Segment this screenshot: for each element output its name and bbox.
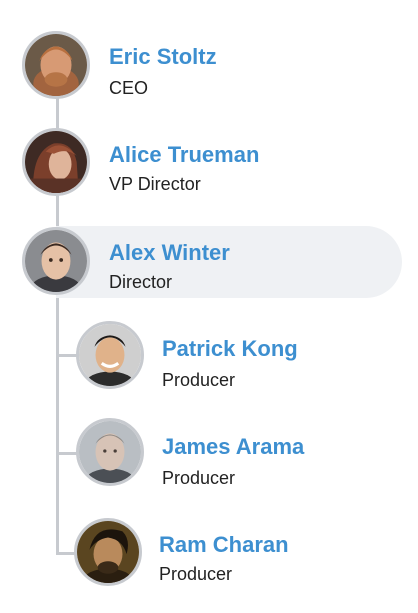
person-avatar-icon[interactable] (22, 227, 90, 295)
person-avatar-icon[interactable] (76, 418, 144, 486)
node-name[interactable]: Alex Winter (109, 240, 230, 265)
connector-branch-ram (56, 552, 76, 555)
node-role: Producer (162, 370, 236, 390)
node-name[interactable]: Eric Stoltz (109, 44, 217, 69)
node-name[interactable]: James Arama (162, 434, 305, 459)
connector-line-children (56, 290, 59, 554)
selected-row-highlight (56, 226, 402, 298)
person-avatar-icon[interactable] (22, 128, 90, 196)
node-name[interactable]: Ram Charan (159, 532, 289, 557)
node-name[interactable]: Alice Trueman (109, 142, 260, 167)
person-avatar-icon[interactable] (76, 321, 144, 389)
connector-branch-james (56, 452, 78, 455)
connector-branch-patrick (56, 354, 78, 357)
person-avatar-icon[interactable] (74, 518, 142, 586)
person-avatar-icon[interactable] (22, 31, 90, 99)
node-role: Producer (162, 468, 236, 488)
node-role: Director (109, 272, 173, 292)
node-role: VP Director (109, 174, 201, 194)
node-role: CEO (109, 78, 149, 98)
node-name[interactable]: Patrick Kong (162, 336, 298, 361)
node-role: Producer (159, 564, 233, 584)
